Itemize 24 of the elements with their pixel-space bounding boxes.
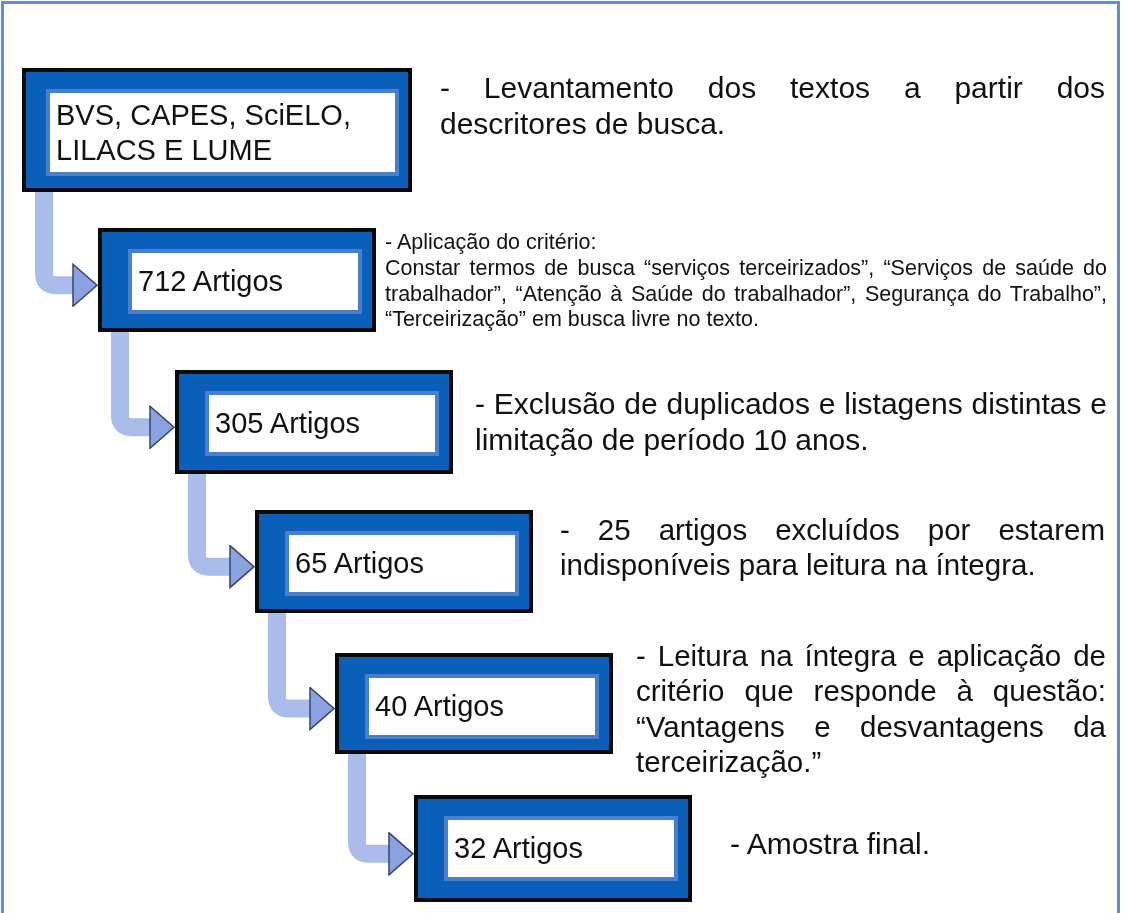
curved-arrow [268,613,335,731]
step-box [98,228,376,332]
step-description: - Exclusão de duplicados e listagens distintas e limitação de período 10 anos. [475,386,1107,458]
step-label: 65 Artigos [285,531,519,596]
step-description: - Amostra final. [730,826,932,862]
step-label: BVS, CAPES, SciELO, LILACS E LUME [46,89,399,176]
step-description: - Levantamento dos textos a partir dos descritores de busca. [440,70,1105,142]
step-label: 712 Artigos [128,249,362,314]
step-description: - Aplicação do critério: [385,230,598,256]
curved-arrow [111,332,175,449]
step-description: - 25 artigos excluídos por estarem indisponíveis para leitura na íntegra. [560,512,1105,583]
step-box [22,68,412,192]
step-box [335,653,613,754]
step-description: - Leitura na íntegra e aplicação de critério que responde à questão: “Vantagens e desvantagens da terceirização.” [636,638,1106,780]
curved-arrow [188,474,255,589]
step-box [175,370,453,474]
step-box [255,510,533,613]
step-label: 40 Artigos [365,674,599,739]
step-description: Constar termos de busca “serviços terceirizados”, “Serviços de saúde do trabalhador”, “Atenção à Saúde do trabalhador”, Segurança do Trabalho”, “Terceirização” em busca livre no texto. [385,255,1107,334]
step-label: 32 Artigos [444,816,678,881]
step-box [414,795,692,902]
curved-arrow [348,754,414,876]
curved-arrow [35,192,98,307]
step-label: 305 Artigos [205,391,439,456]
